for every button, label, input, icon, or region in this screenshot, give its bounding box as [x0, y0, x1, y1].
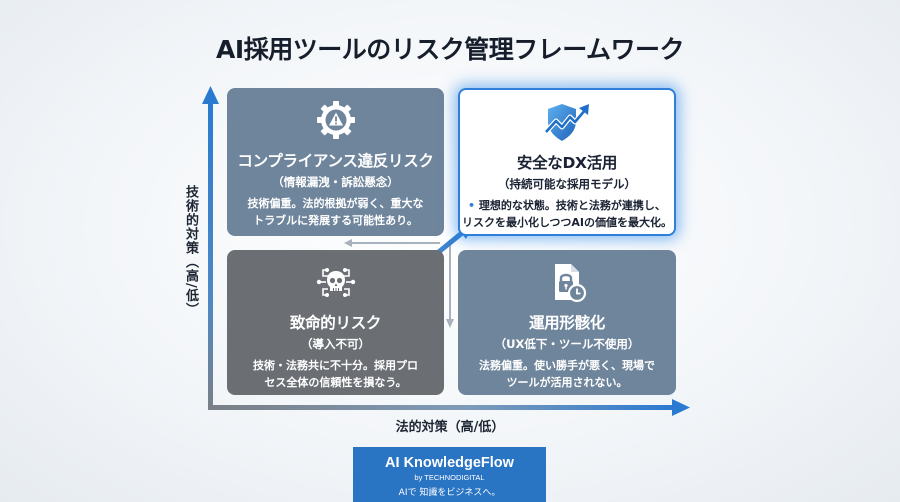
description-text: 理想的な状態。技術と法務が連携し、 [478, 199, 666, 212]
quadrant-subheading: （持続可能な採用モデル） [498, 177, 636, 191]
quadrant-fatal-risk: 致命的リスク （導入不可） 技術・法務共に不十分。採用プロ セス全体の信頼性を損… [227, 250, 444, 395]
page-title: AI採用ツールのリスク管理フレームワーク [216, 35, 684, 64]
description-line: • 理想的な状態。技術と法務が連携し、 [462, 197, 672, 214]
quadrant-description: 法務偏重。使い勝手が悪く、現場で ツールが活用されない。 [479, 357, 655, 391]
quadrant-heading: 致命的リスク [289, 314, 382, 332]
quadrant-description: 技術偏重。法的根拠が弱く、重大な トラブルに発展する可能性あり。 [248, 195, 424, 229]
quadrant-subheading: （UX低下・ツール不使用） [494, 337, 640, 351]
bullet-icon: • [468, 199, 476, 212]
brand-name: AI KnowledgeFlow [385, 455, 514, 471]
quadrant-heading: コンプライアンス違反リスク [237, 152, 434, 170]
gear-warning-icon [316, 101, 355, 139]
description-line: リスクを最小化しつつAIの価値を最大化。 [462, 216, 672, 229]
shield-growth-icon [544, 104, 589, 141]
description-line: 技術偏重。法的根拠が弱く、重大な [247, 197, 424, 210]
quadrant-heading: 安全なDX活用 [516, 154, 618, 172]
down-arrow [446, 240, 454, 328]
description-line: トラブルに発展する可能性あり。 [253, 214, 418, 227]
quadrant-description: 技術・法務共に不十分。採用プロ セス全体の信頼性を損なう。 [253, 357, 418, 391]
brand-byline: by TECHNODIGITAL [414, 473, 485, 482]
skull-network-icon [316, 268, 355, 297]
quadrant-heading: 運用形骸化 [528, 314, 605, 332]
quadrant-safe-dx: 安全なDX活用 （持続可能な採用モデル） • 理想的な状態。技術と法務が連携し、… [458, 88, 676, 236]
quadrant-subheading: （導入不可） [301, 337, 370, 351]
description-line: セス全体の信頼性を損なう。 [264, 376, 407, 389]
document-lock-clock-icon [555, 264, 587, 303]
y-axis-label: 技術的対策（高/低） [183, 185, 198, 317]
y-axis-arrow [202, 86, 219, 410]
quadrant-subheading: （情報漏洩・訴訟懸念） [272, 175, 399, 189]
description-line: 技術・法務共に不十分。採用プロ [253, 359, 418, 372]
description-line: ツールが活用されない。 [506, 376, 628, 389]
x-axis-label: 法的対策（高/低） [395, 420, 505, 435]
left-arrow [344, 239, 440, 247]
description-line: 法務偏重。使い勝手が悪く、現場で [479, 359, 655, 372]
x-axis-arrow [208, 399, 690, 416]
brand-footer: AI KnowledgeFlow by TECHNODIGITAL AIで 知識… [353, 447, 546, 502]
quadrant-operational-decay: 運用形骸化 （UX低下・ツール不使用） 法務偏重。使い勝手が悪く、現場で ツール… [458, 250, 676, 395]
quadrant-description: • 理想的な状態。技術と法務が連携し、 リスクを最小化しつつAIの価値を最大化。 [462, 197, 672, 231]
brand-tagline: AIで 知識をビジネスへ。 [398, 488, 501, 498]
quadrant-compliance-risk: コンプライアンス違反リスク （情報漏洩・訴訟懸念） 技術偏重。法的根拠が弱く、重… [227, 88, 444, 236]
